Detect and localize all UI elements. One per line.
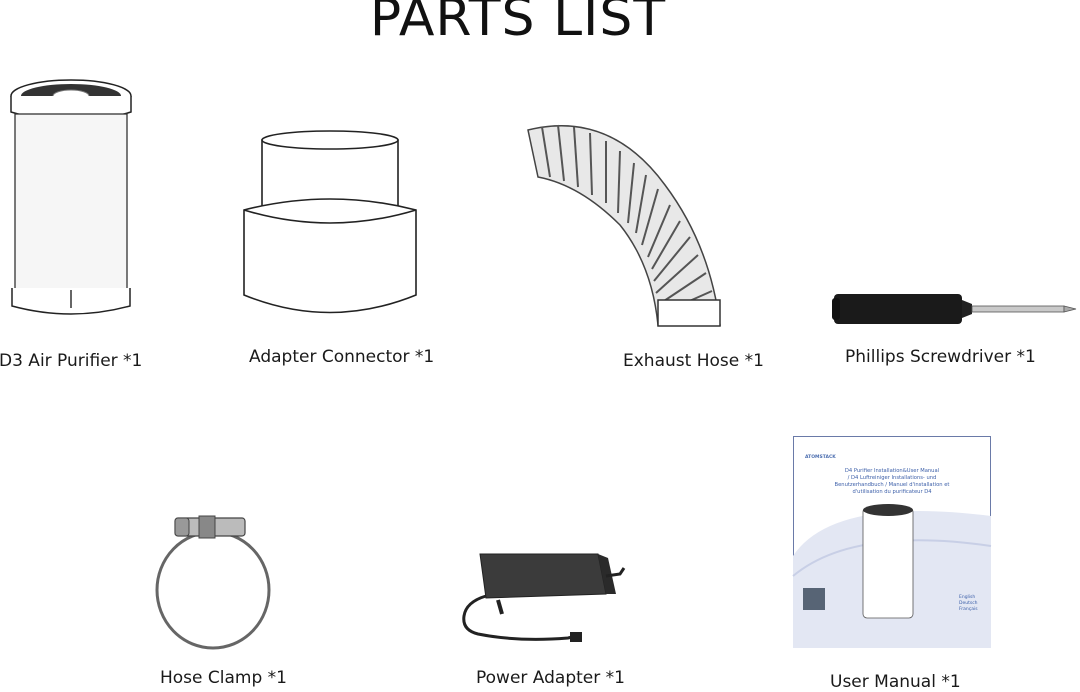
page-title: PARTS LIST	[369, 0, 667, 48]
manual-language-2: Deutsch	[959, 600, 978, 606]
part-label-user-manual: User Manual *1	[830, 672, 961, 692]
power-adapter-image	[462, 553, 626, 642]
user-manual-image: ATOMSTACK D4 Purifier Installation&User …	[792, 436, 992, 648]
manual-language-1: English	[959, 594, 975, 600]
manual-heading-line-2: / D4 Luftreiniger Installations- und	[848, 475, 937, 481]
manual-heading-line-3: Benutzerhandbuch / Manuel d'installation…	[835, 482, 950, 488]
manual-heading-line-1: D4 Purifier Installation&User Manual	[845, 468, 939, 474]
manual-heading-line-4: d'utilisation du purificateur D4	[852, 489, 932, 495]
part-label-exhaust-hose: Exhaust Hose *1	[623, 351, 764, 371]
screwdriver-image	[832, 294, 1077, 324]
part-label-phillips-screwdriver: Phillips Screwdriver *1	[845, 347, 1036, 367]
part-label-air-purifier: D3 Air Purifier *1	[0, 351, 143, 371]
exhaust-hose-image	[527, 124, 721, 327]
adapter-connector-image	[243, 130, 417, 314]
hose-clamp-image	[155, 515, 271, 650]
part-label-power-adapter: Power Adapter *1	[476, 668, 625, 688]
manual-language-3: Français	[959, 606, 978, 612]
air-purifier-image	[10, 79, 132, 315]
manual-brand: ATOMSTACK	[805, 454, 836, 460]
part-label-adapter-connector: Adapter Connector *1	[249, 347, 435, 367]
part-label-hose-clamp: Hose Clamp *1	[160, 668, 287, 688]
